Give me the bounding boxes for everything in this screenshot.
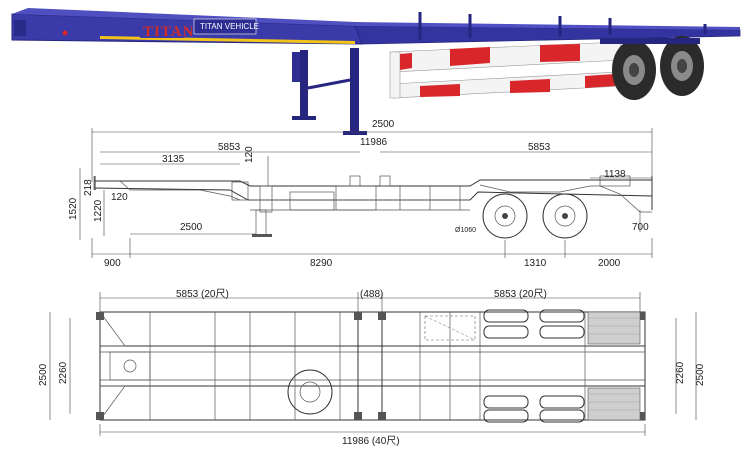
dim-wheelbase: 8290	[310, 258, 333, 269]
side-leg-foot	[252, 234, 272, 237]
landing-leg-right	[350, 48, 359, 134]
top-view-drawing: 5853 (20尺) (488) 5853 (20尺) 2500 2260 22…	[38, 288, 706, 447]
spare-wheel	[287, 369, 333, 415]
side-guard	[389, 41, 623, 99]
dim-front-overhang: 900	[104, 258, 121, 269]
dim-front-step: 3135	[162, 154, 185, 165]
dim-step-height: 120	[244, 146, 255, 163]
top-dim-gap: (488)	[360, 289, 383, 300]
dim-front-height: 2500	[372, 119, 395, 130]
dim-axle-spread: 1310	[524, 258, 547, 269]
top-dim-left-section: 5853 (20尺)	[176, 288, 229, 300]
leg-foot-right	[343, 131, 367, 135]
leg-crank	[292, 52, 300, 82]
top-dim-width-left: 2500	[38, 363, 49, 386]
dim-overall-length: 11986	[360, 137, 388, 148]
chassis-top	[95, 179, 652, 187]
side-landing-leg	[255, 209, 267, 237]
titan-logo: TITAN	[143, 24, 194, 40]
top-dim-inner-right: 2260	[675, 361, 686, 384]
brand-plate-text: TITAN VEHICLE	[200, 22, 259, 31]
trailer-photo: TITAN TITAN VEHICLE	[11, 8, 741, 135]
dim-kingpin: 2500	[180, 222, 203, 233]
front-corner	[14, 20, 26, 36]
side-view-drawing: 2500 11986 5853 5853 3135 120 1138 1520 …	[68, 119, 653, 269]
dim-rear-height: 700	[632, 222, 649, 233]
brand-plate	[193, 18, 257, 35]
dim-left-section: 5853	[218, 142, 241, 153]
dim-218: 218	[83, 179, 94, 196]
top-frame-outline	[99, 311, 646, 421]
dim-rear-overhang: 2000	[598, 258, 621, 269]
dim-tire: Ø1060	[455, 227, 476, 234]
logo-panel	[140, 22, 184, 38]
top-dim-width-right: 2500	[695, 363, 706, 386]
beam-top	[12, 8, 355, 26]
top-dim-inner-left: 2260	[58, 361, 69, 384]
dim-rear-end: 1138	[604, 169, 626, 180]
leg-brace	[307, 78, 351, 90]
dim-1220: 1220	[93, 199, 104, 222]
leg-foot-left	[292, 116, 316, 120]
front-marker-light	[62, 30, 68, 36]
top-view-wheels	[483, 309, 585, 423]
side-wheels	[482, 193, 588, 239]
dim-120: 120	[111, 192, 128, 203]
dim-right-section: 5853	[528, 142, 551, 153]
top-dim-overall-length: 11986 (40尺)	[342, 435, 400, 447]
rear-beam-top	[355, 22, 740, 30]
rear-deck-plates	[587, 311, 641, 421]
top-dim-right-section: 5853 (20尺)	[494, 288, 547, 300]
dim-total-height: 1520	[68, 197, 79, 220]
wheels	[600, 36, 704, 100]
landing-leg-left	[300, 50, 308, 118]
